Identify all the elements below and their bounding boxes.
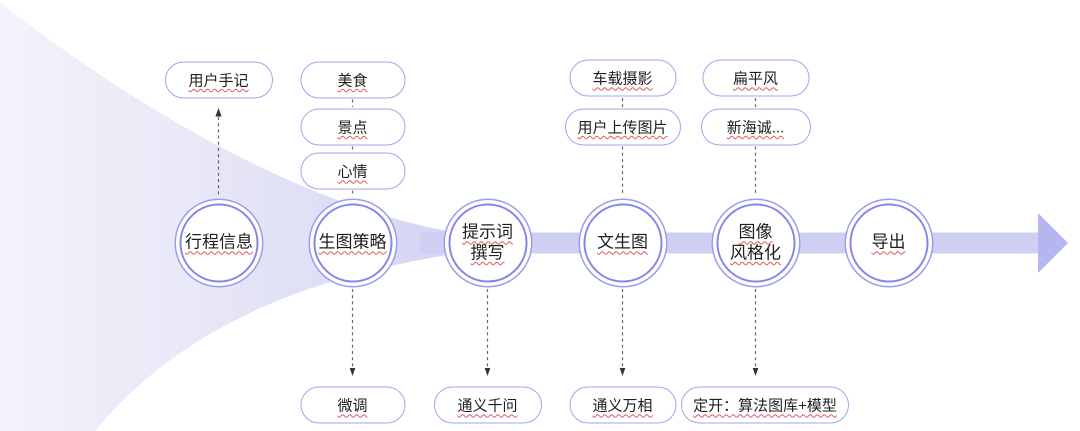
- tag-label: 用户手记: [188, 72, 249, 89]
- tag-label: 车载摄影: [592, 70, 653, 88]
- tag-label: 通义千问: [457, 397, 518, 415]
- stage-node-text-to-image: 文生图: [583, 203, 662, 283]
- tag-pill-finetune: 微调: [300, 386, 405, 424]
- stage-label: 行程信息: [185, 232, 253, 252]
- tag-pill-car-photography: 车载摄影: [569, 59, 676, 97]
- tag-label: 定开：算法图库+模型: [693, 397, 837, 415]
- tag-label: 新海诚...: [726, 119, 785, 136]
- tag-pill-user-notes: 用户手记: [164, 61, 273, 98]
- arrow-up-icon: [215, 108, 222, 117]
- stage-node-prompt-writing: 提示词 撰写: [448, 203, 527, 283]
- arrow-down-icon: [484, 368, 491, 376]
- connector-arrowheads: [215, 108, 759, 376]
- tag-label: 美食: [337, 72, 368, 89]
- tag-pill-flat-style: 扁平风: [702, 59, 809, 97]
- tag-label: 微调: [337, 397, 368, 415]
- arrow-down-icon: [349, 368, 356, 376]
- stage-label: 图像 风格化: [730, 222, 781, 262]
- timeline-arrowhead-icon: [1038, 213, 1068, 273]
- dashed-connectors: [217, 98, 757, 367]
- tag-label: 扁平风: [732, 70, 778, 88]
- tag-pill-food: 美食: [300, 61, 405, 98]
- stage-node-image-strategy: 生图策略: [313, 203, 392, 283]
- tag-pill-shinkai: 新海诚...: [700, 108, 811, 145]
- tag-pill-custom-dev: 定开：算法图库+模型: [681, 386, 849, 424]
- stage-label: 文生图: [597, 232, 648, 252]
- arrow-down-icon: [752, 368, 759, 376]
- tag-pill-scenery: 景点: [300, 108, 405, 145]
- stage-node-trip-info: 行程信息: [179, 203, 259, 283]
- stage-node-stylization: 图像 风格化: [716, 203, 795, 283]
- tag-pill-wanxiang: 通义万相: [569, 386, 676, 424]
- arrow-down-icon: [619, 368, 626, 376]
- tag-label: 心情: [337, 163, 368, 181]
- stage-node-export: 导出: [849, 203, 928, 283]
- tag-label: 用户上传图片: [577, 119, 668, 136]
- stage-label: 导出: [871, 232, 906, 252]
- tag-label: 通义万相: [592, 397, 653, 415]
- tag-pill-qianwen: 通义千问: [433, 386, 542, 424]
- tag-pill-mood: 心情: [300, 152, 405, 190]
- tag-label: 景点: [337, 119, 368, 136]
- tag-pill-user-upload: 用户上传图片: [564, 108, 681, 145]
- stage-label: 提示词 撰写: [462, 222, 513, 262]
- stage-label: 生图策略: [318, 232, 387, 252]
